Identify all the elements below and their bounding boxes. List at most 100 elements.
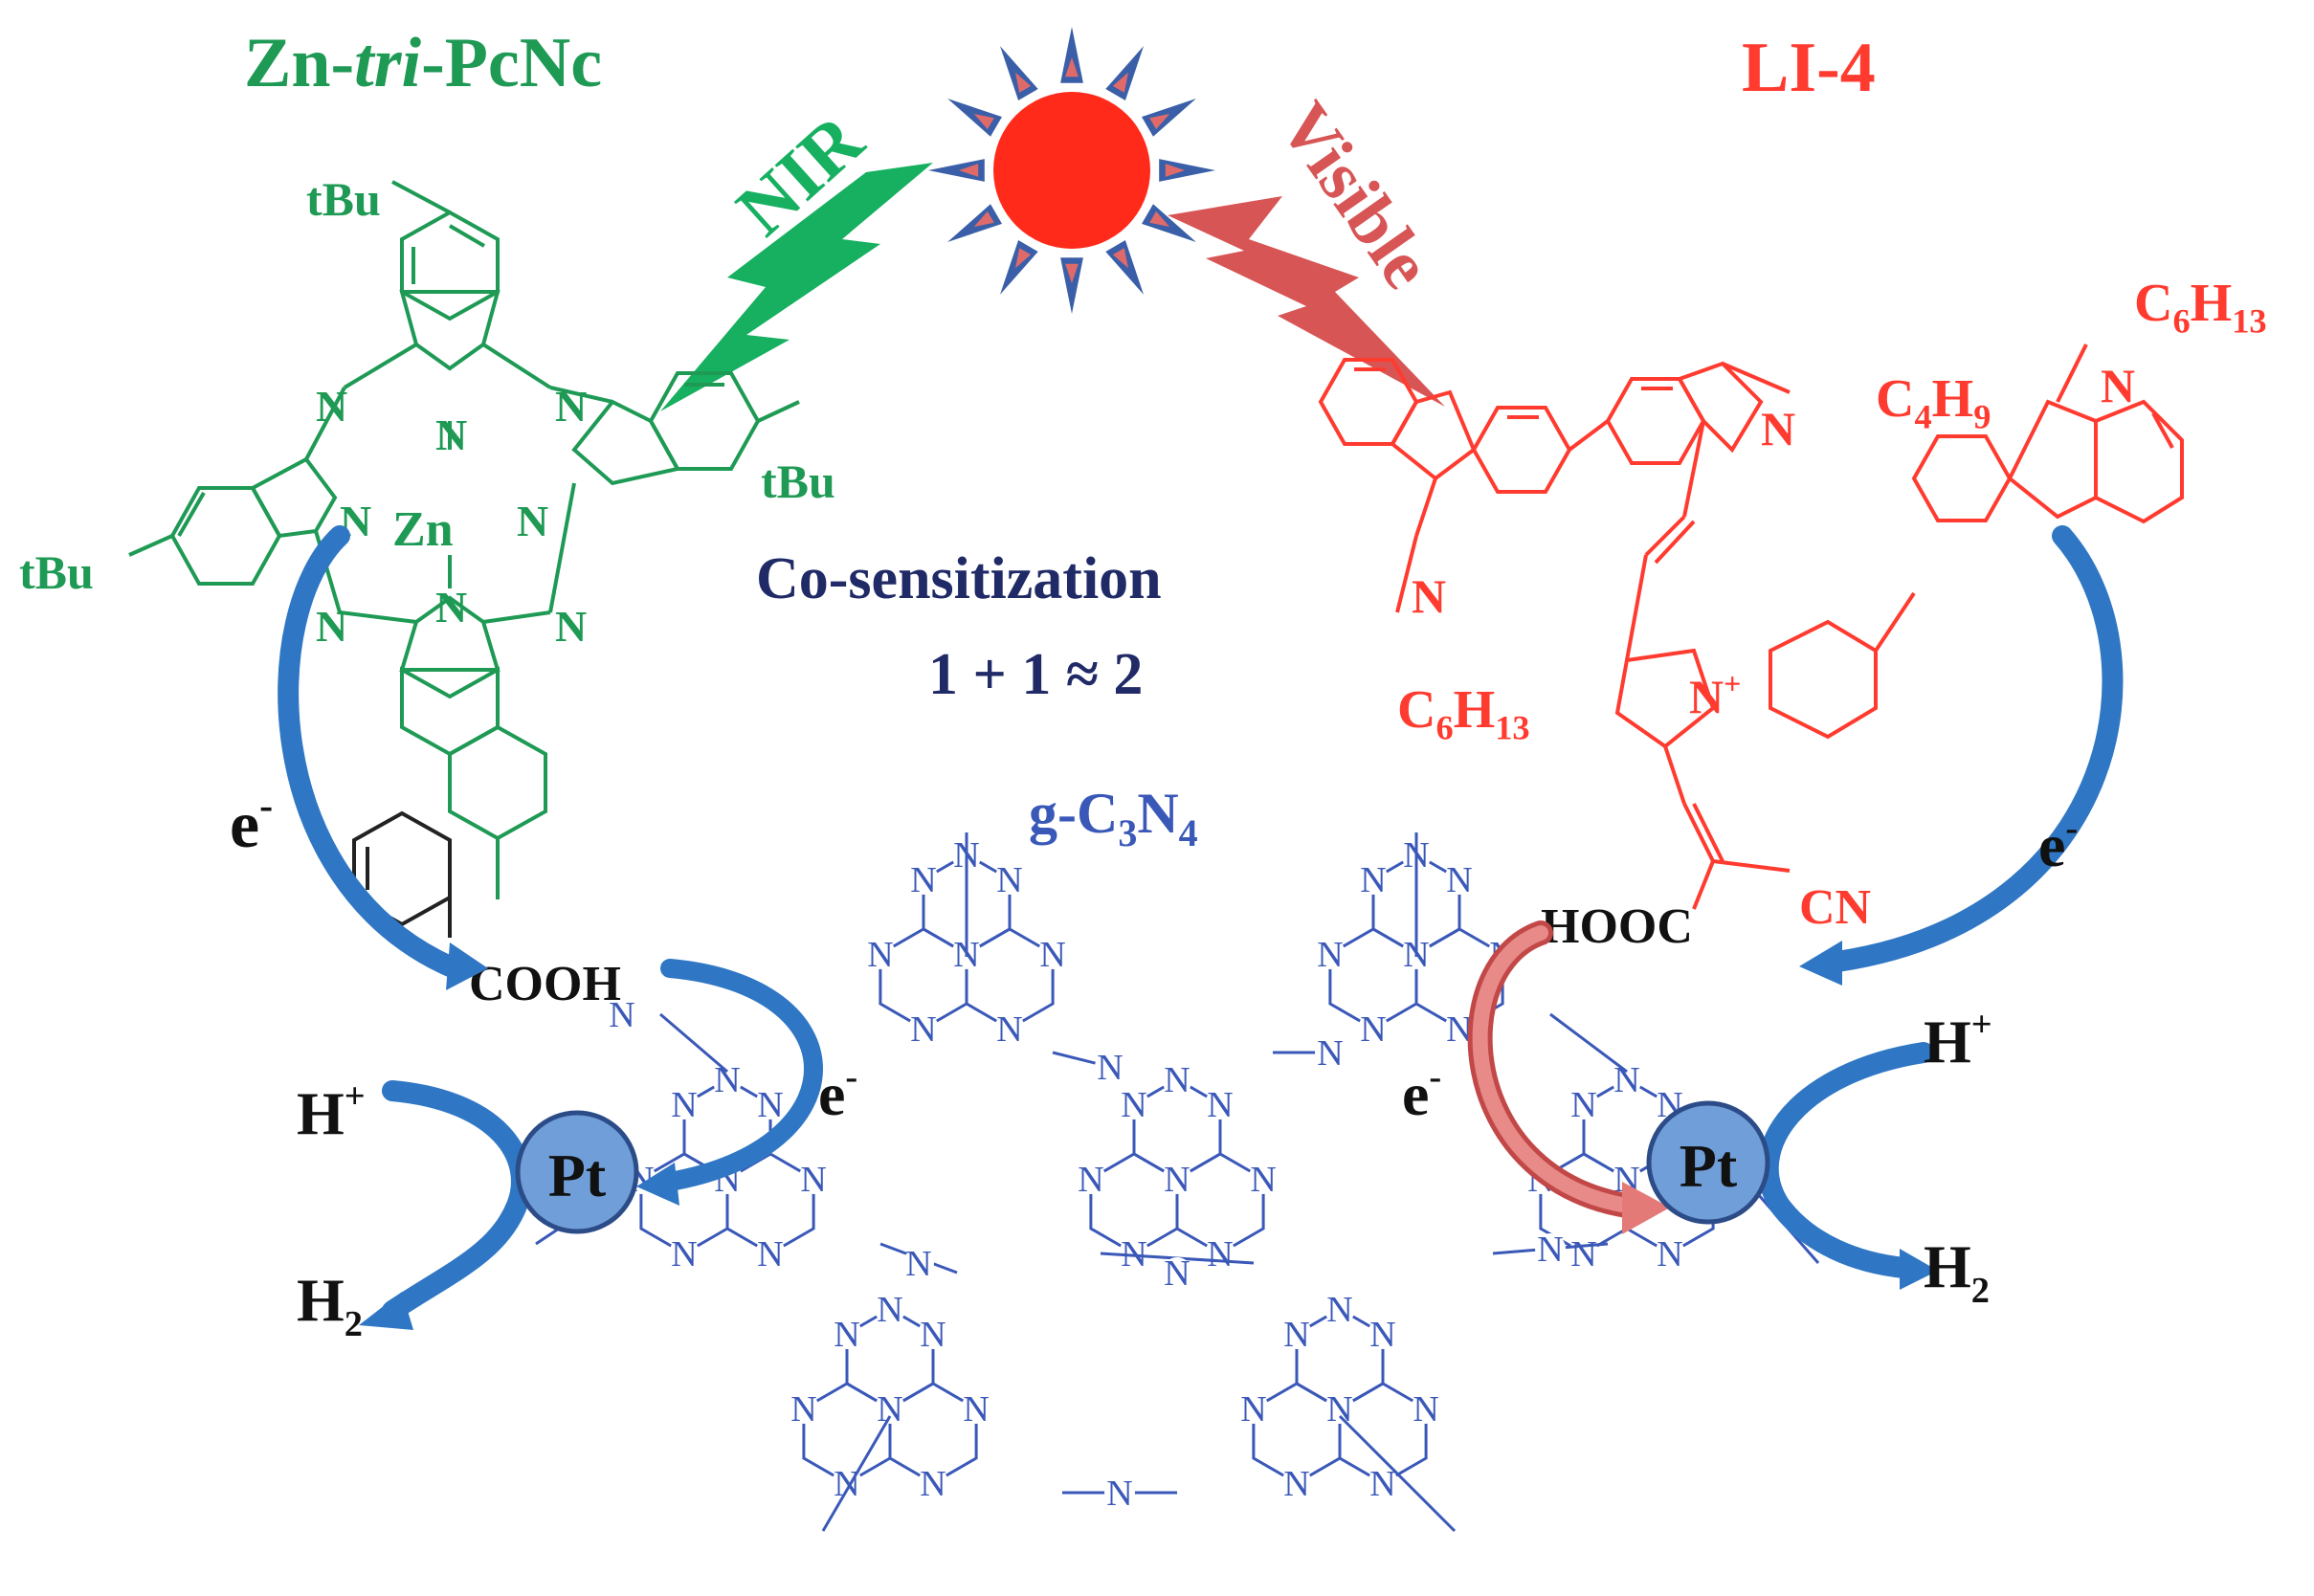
sun-ray [1159,159,1215,182]
n-atom-pyrrolium: N+ [1689,666,1741,723]
nitrogen-atom: N [877,1290,902,1330]
nitrogen-atom: N [1078,1160,1103,1200]
sun-ray-inner [1015,72,1032,93]
nitrogen-atom: N [1121,1085,1146,1125]
bridge-nitrogen: N [1097,1048,1123,1088]
c4h9-label: C4H9 [1876,369,1991,435]
nitrogen-atom: N [1240,1389,1266,1430]
pt-catalyst-left: Pt [515,1110,639,1234]
nitrogen-atom: N [757,1085,783,1125]
sun-ray [1060,27,1083,83]
electron-label-right-mid: e- [1402,1057,1441,1128]
nitrogen-atom: N [834,1315,859,1355]
sun-ray [1105,240,1144,295]
synergy-equation: 1 + 1 ≈ 2 [928,642,1143,707]
bridge-nitrogen: N [1317,1033,1343,1074]
pc-nitrogen: N [435,410,467,459]
nitrogen-atom: N [757,1234,783,1275]
h2-label-left: H2 [297,1266,363,1344]
sun-ray-inner [973,211,994,227]
sun-ray [1000,46,1038,100]
nitrogen-atom: N [1207,1085,1233,1125]
pc-nitrogen: N [435,583,467,632]
nitrogen-atom: N [1326,1290,1352,1330]
dye-right-title: LI-4 [1742,29,1876,107]
red-electron-arrow [1467,920,1670,1234]
pc-nitrogen: N [316,602,347,651]
nitrogen-atom: N [1207,1234,1233,1275]
sun-ray [947,204,1002,242]
nitrogen-atom: N [920,1464,946,1504]
nitrogen-atom: N [1369,1315,1395,1355]
nitrogen-atom: N [996,860,1022,900]
nitrogen-atom: N [671,1234,697,1275]
n-atom-indole: N [1761,402,1795,455]
n-atom-right: N [2101,359,2135,412]
nitrogen-atom: N [1570,1234,1596,1275]
nitrogen-atom: N [963,1389,989,1430]
right-injection-arrow [1827,525,2124,972]
sun-ray [1060,257,1083,314]
pt-label-left: Pt [548,1142,607,1209]
pc-nitrogen: N [555,602,587,651]
h2-label-right: H2 [1924,1232,1990,1311]
pt-catalyst-right: Pt [1646,1100,1770,1225]
naphthalene-extension [352,810,452,938]
bridge-nitrogen: N [1164,1253,1190,1294]
left-injection-arrow [278,525,460,977]
sun-ray [1000,240,1038,295]
nitrogen-atom: N [834,1464,859,1504]
nitrogen-atom: N [1657,1234,1682,1275]
bridge-nitrogen: N [1106,1474,1132,1514]
sun-ray-inner [1112,248,1128,269]
electron-label-left-mid: e- [818,1057,857,1128]
nitrogen-atom: N [910,860,936,900]
nitrogen-atom: N [1283,1464,1309,1504]
nitrogen-atom: N [800,1160,826,1200]
nitrogen-atom: N [1360,1009,1386,1050]
sun-ray-inner [1112,72,1128,93]
n-atom-left: N [1412,569,1446,623]
sun-disk [993,92,1150,249]
nitrogen-atom: N [920,1315,946,1355]
visible-lightning-icon [1168,196,1445,407]
li4-dye-structure [1318,344,2184,910]
sun-ray-inner [959,164,979,177]
pc-nitrogen: N [517,497,548,545]
nitrogen-atom: N [1164,1060,1190,1100]
zn-phthalocyanine-structure [128,180,800,899]
sun-ray-inner [1149,211,1170,227]
sun-ray-inner [1065,57,1079,78]
sun-rays [928,27,1215,314]
nitrogen-atom: N [1570,1085,1596,1125]
nitrogen-atom: N [1317,935,1343,975]
bridge-nitrogen: N [905,1244,931,1284]
electron-transfer-arrows [278,525,2124,1330]
nitrogen-atom: N [1283,1315,1309,1355]
nitrogen-atom: N [671,1085,697,1125]
sun-ray-inner [1149,114,1170,130]
nir-lightning-icon [660,163,933,411]
sun-icon [928,27,1215,314]
nitrogen-atom: N [1039,935,1065,975]
sun-ray [947,99,1002,137]
left-h-arrow [382,1080,532,1321]
nitrogen-atom: N [1369,1464,1395,1504]
bridge-nitrogen: N [609,995,634,1035]
pt-label-right: Pt [1680,1132,1738,1200]
nir-label: NIR [721,97,879,251]
sun-ray-inner [1015,248,1032,269]
sun-ray-inner [1065,263,1079,283]
proton-label-left: H+ [297,1076,366,1147]
nitrogen-atom: N [867,935,893,975]
nitrogen-atom: N [1250,1160,1276,1200]
